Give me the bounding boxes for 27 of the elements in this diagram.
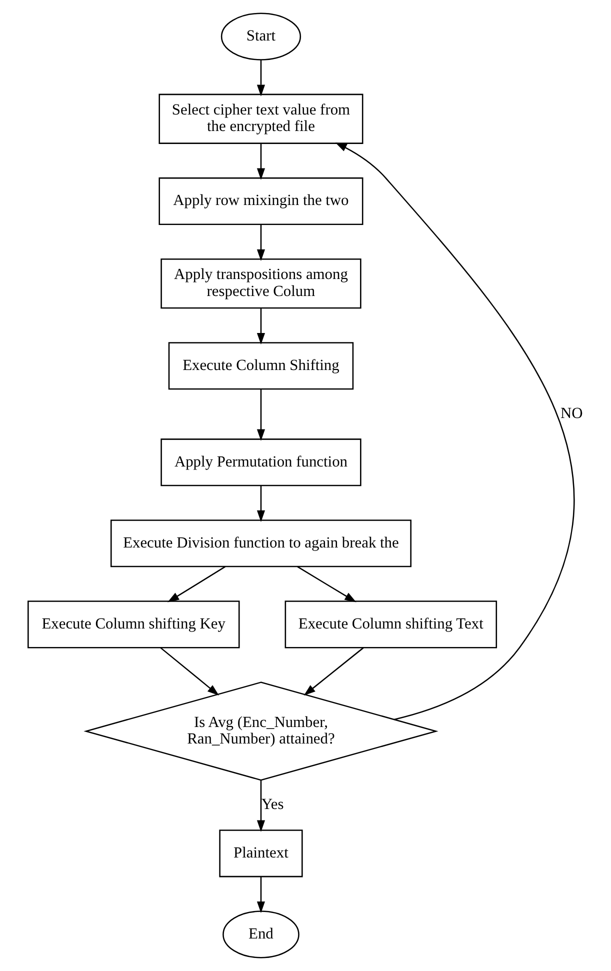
- arrow: [303, 647, 364, 696]
- node-box: Execute Column shifting Text: [284, 600, 497, 648]
- arrow: [296, 566, 356, 602]
- node-box: Plaintext: [218, 830, 302, 878]
- edge-label: NO: [560, 405, 582, 422]
- node-ellipse: Start: [220, 12, 301, 60]
- arrow: [256, 876, 265, 914]
- arrow: [256, 780, 265, 832]
- arrow: [256, 224, 265, 261]
- node-box: Execute Division function to again break the: [110, 520, 411, 568]
- arrow: [167, 566, 225, 602]
- node-box: Apply transpositions among respective Colum: [160, 258, 361, 309]
- node-box: Select cipher text value from the encrypted file: [158, 94, 363, 144]
- arrow: [256, 144, 265, 180]
- node-box: Apply Permutation function: [160, 438, 361, 486]
- node-box: Execute Column Shifting: [168, 342, 354, 390]
- arrow: [256, 60, 265, 96]
- arrow: [334, 142, 574, 720]
- node-diamond: Is Avg (Enc_Number, Ran_Number) attained?: [83, 682, 438, 781]
- arrow: [256, 308, 265, 345]
- edge-label: Yes: [260, 796, 284, 814]
- node-box: Apply row mixingin the two: [158, 177, 363, 226]
- arrow: [160, 647, 218, 696]
- arrow: [256, 389, 265, 441]
- arrow: [256, 486, 265, 522]
- node-box: Execute Column shifting Key: [27, 600, 240, 648]
- node-ellipse: End: [222, 910, 299, 958]
